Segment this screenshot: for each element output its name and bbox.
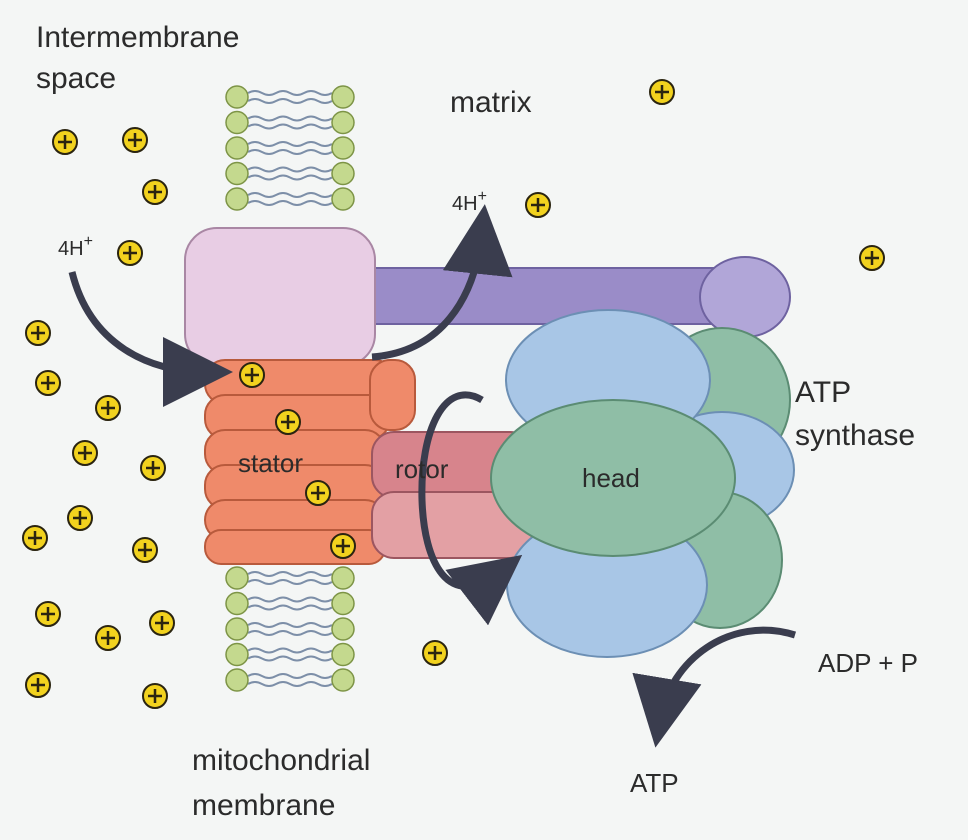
proton-icon [275, 409, 301, 435]
proton-icon [305, 480, 331, 506]
proton-icon [25, 672, 51, 698]
proton-in-label: 4H+ [58, 233, 93, 260]
proton-entry-arrow [68, 271, 233, 407]
proton-markers [22, 79, 885, 709]
atp-synthase-label-line2: synthase [795, 419, 915, 452]
lipid-head [331, 617, 355, 641]
proton-icon [525, 192, 551, 218]
head-label: head [582, 463, 640, 493]
atp-product-label: ATP [630, 768, 679, 798]
lipid-head [225, 136, 249, 160]
lipid-tail [247, 604, 333, 611]
peripheral-stalk [339, 267, 741, 325]
proton-in-charge: + [84, 233, 93, 250]
lipid-tail [247, 579, 333, 585]
lipid-tail [247, 571, 333, 577]
lipid-tail [247, 596, 333, 603]
proton-channel [184, 227, 376, 367]
lipid-head [225, 642, 249, 667]
lipid-head [331, 110, 355, 135]
head-center [490, 399, 736, 557]
proton-icon [330, 533, 356, 559]
lipid-tail [247, 647, 333, 654]
lipid-tail [247, 166, 333, 173]
membrane-label-line2: membrane [192, 789, 335, 822]
lipid-tail [247, 115, 333, 122]
lipid-tail [247, 673, 333, 679]
matrix-label: matrix [450, 86, 532, 119]
proton-icon [149, 610, 175, 636]
lipid-head [225, 591, 249, 616]
lipid-tail [247, 192, 333, 198]
lipid-tail [247, 630, 333, 636]
proton-out-count: 4H [452, 193, 478, 215]
lipid-head [331, 642, 355, 667]
adp-to-atp-arrow [632, 626, 797, 748]
lipid-tail [247, 90, 333, 96]
lipid-head [331, 187, 355, 211]
lipid-tail [247, 200, 333, 206]
adp-p-label: ADP + P [818, 648, 918, 678]
stalk-end [699, 256, 791, 338]
lipid-head [225, 566, 249, 590]
proton-out-charge: + [478, 188, 487, 205]
lipid-head [225, 161, 249, 186]
proton-icon [67, 505, 93, 531]
proton-icon [95, 625, 121, 651]
proton-icon [859, 245, 885, 271]
proton-icon [22, 525, 48, 551]
membrane-label-line1: mitochondrial [192, 744, 370, 777]
lipid-tail [247, 123, 333, 130]
proton-icon [140, 455, 166, 481]
lipid-head [225, 187, 249, 211]
lipid-head [331, 668, 355, 692]
proton-icon [35, 601, 61, 627]
rotor [371, 431, 533, 559]
lipid-tail [247, 655, 333, 662]
proton-icon [132, 537, 158, 563]
atp-synthase-label-line1: ATP [795, 376, 851, 409]
proton-exit-arrow [371, 204, 513, 361]
lipid-tail [247, 98, 333, 104]
lipid-head [331, 85, 355, 109]
proton-out-label: 4H+ [452, 188, 487, 215]
proton-icon [142, 179, 168, 205]
lipid-bilayer-lower [225, 566, 355, 692]
proton-icon [72, 440, 98, 466]
synthase-head [490, 309, 795, 658]
lipid-head [225, 110, 249, 135]
intermembrane-label: Intermembrane [36, 21, 239, 54]
rotor-label: rotor [395, 454, 449, 484]
proton-icon [117, 240, 143, 266]
proton-icon [52, 129, 78, 155]
lipid-tail [247, 149, 333, 155]
proton-in-count: 4H [58, 238, 84, 260]
lipid-head [331, 591, 355, 616]
lipid-head [331, 566, 355, 590]
proton-icon [122, 127, 148, 153]
lipid-head [225, 668, 249, 692]
proton-icon [142, 683, 168, 709]
proton-icon [95, 395, 121, 421]
lipid-bilayer-upper [225, 85, 355, 211]
lipid-tail [247, 681, 333, 687]
lipid-head [331, 161, 355, 186]
lipid-tail [247, 622, 333, 628]
lipid-tail [247, 141, 333, 147]
proton-icon [239, 362, 265, 388]
proton-icon [422, 640, 448, 666]
rotation-arrow [418, 391, 523, 626]
lipid-head [225, 617, 249, 641]
proton-icon [649, 79, 675, 105]
stator-label: stator [238, 448, 303, 478]
space-label: space [36, 62, 116, 95]
proton-icon [25, 320, 51, 346]
lipid-head [225, 85, 249, 109]
lipid-head [331, 136, 355, 160]
proton-icon [35, 370, 61, 396]
lipid-tail [247, 174, 333, 181]
